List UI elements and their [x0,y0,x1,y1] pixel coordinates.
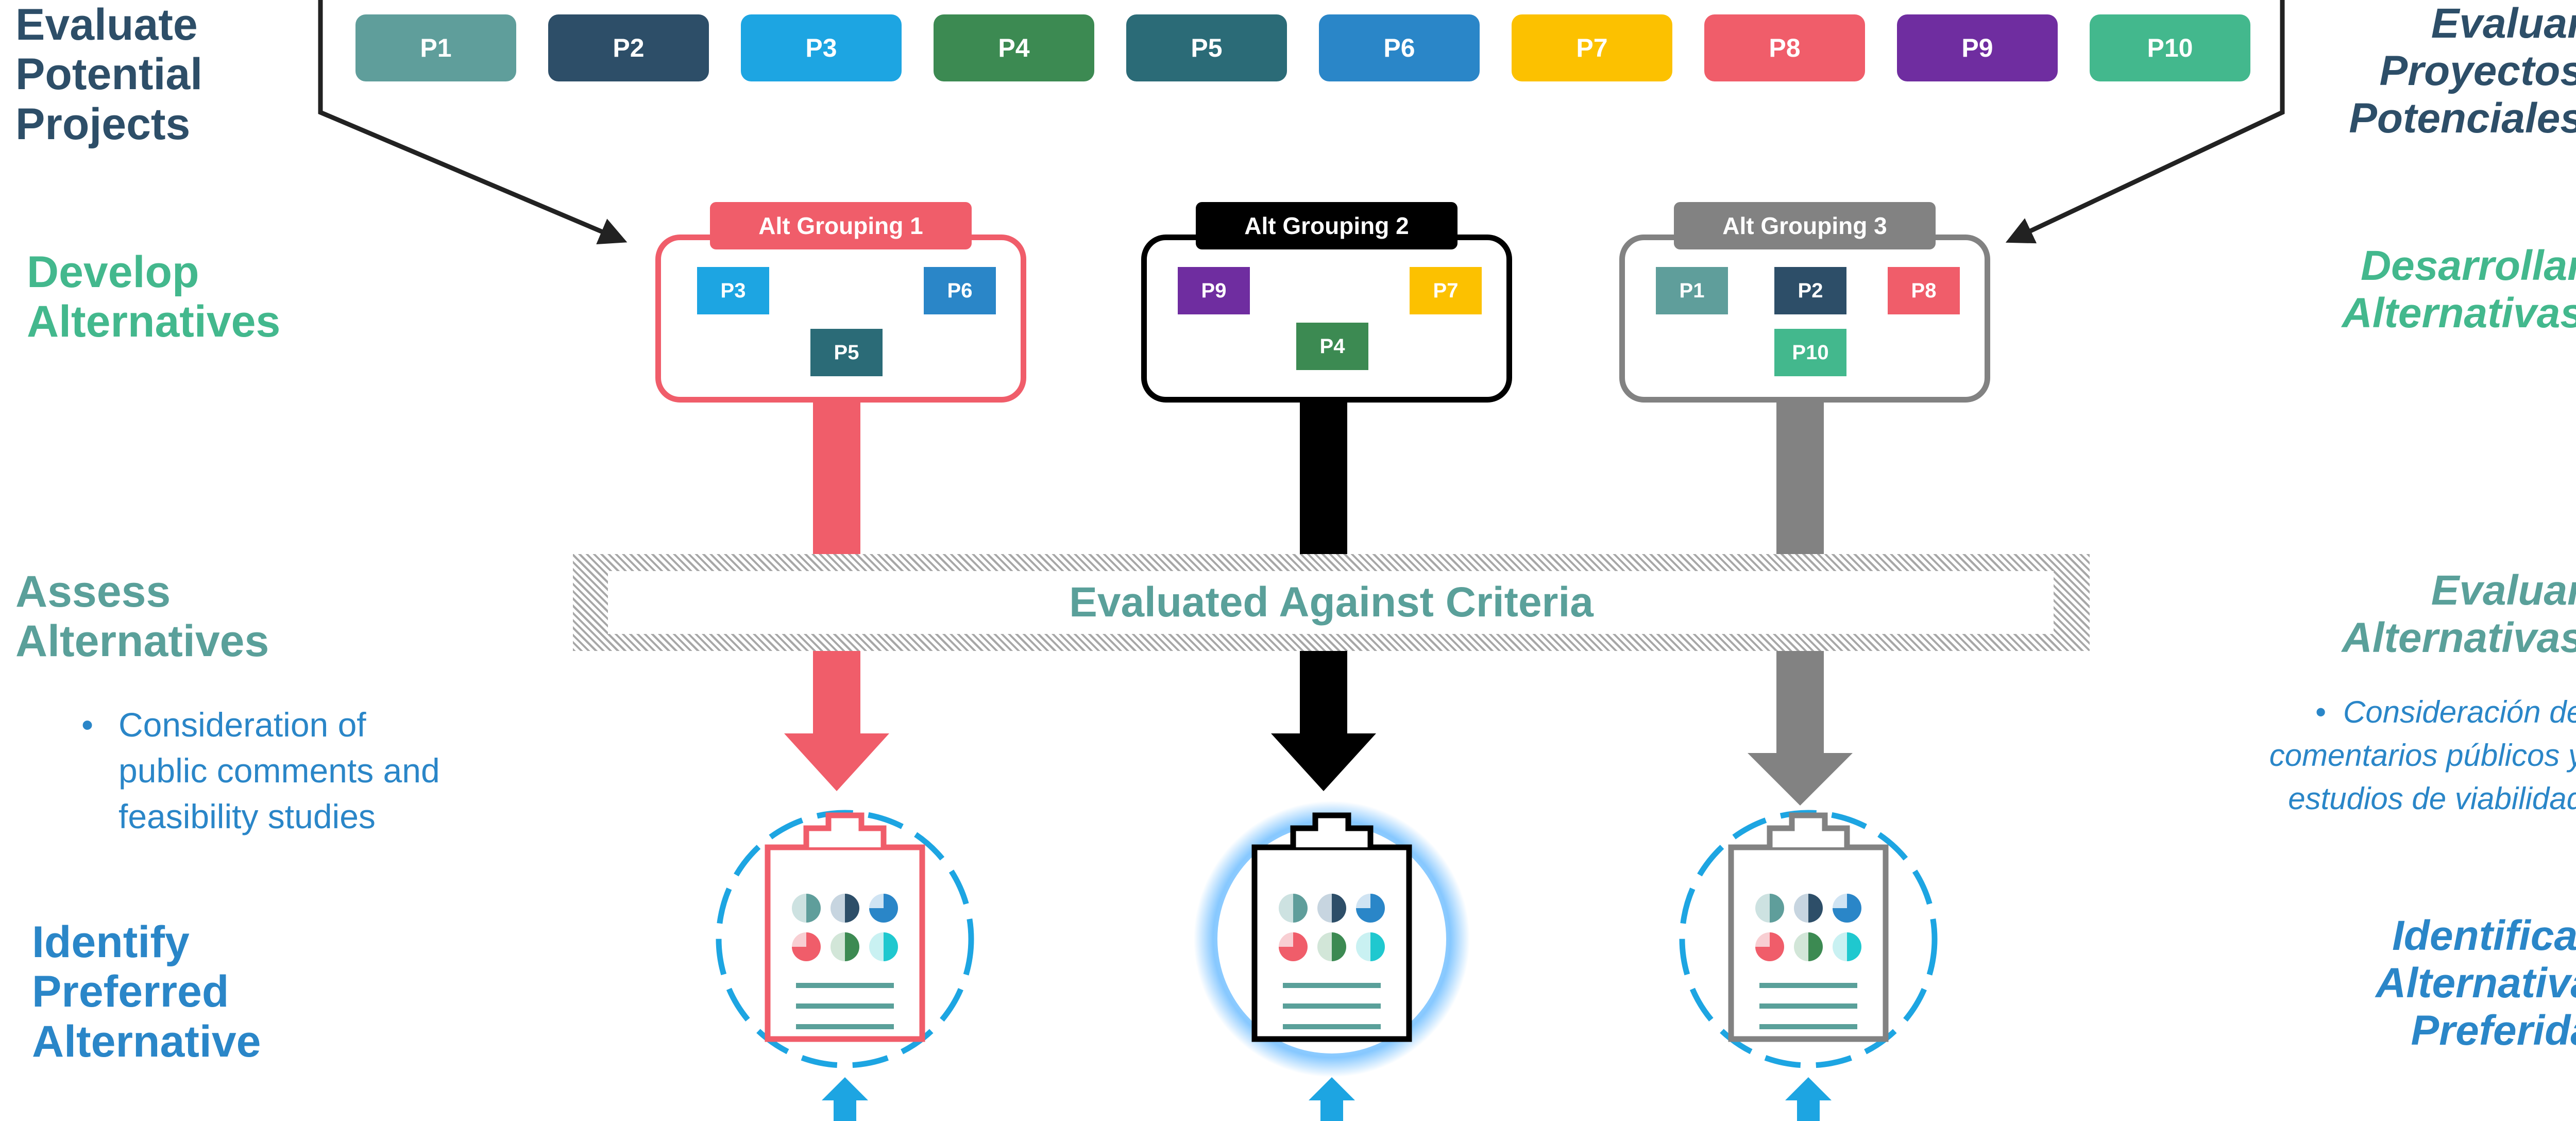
pie-chart-icon [1833,932,1861,961]
pie-chart-icon [1356,932,1385,961]
pie-chart-icon [1794,932,1823,961]
group-3-member-p1: P1 [1656,267,1728,314]
pie-chart-icon [1356,894,1385,923]
alt-grouping-2-title: Alt Grouping 2 [1196,202,1458,249]
project-p2: P2 [548,14,709,81]
pie-chart-icon [831,894,859,923]
stem-group-3 [1776,403,1824,573]
down-arrow-group-3 [1748,651,1853,806]
step-assess-en: Assess Alternatives [15,567,269,666]
project-p3: P3 [741,14,902,81]
clipboard-clip [1290,812,1374,847]
clipboard-clip [1767,812,1850,847]
text-line [1759,1003,1857,1009]
stem-group-1 [813,403,860,573]
pie-chart-icon [869,932,898,961]
text-line [796,1024,894,1029]
clipboard-clip [803,812,887,847]
pie-chart-icon [1279,894,1308,923]
criteria-band-inner [608,571,2054,634]
group-3-member-p8: P8 [1888,267,1960,314]
text-line [1283,1024,1381,1029]
group-2-member-p7: P7 [1410,267,1482,314]
up-arrow-icon [1309,1077,1355,1121]
evaluation-clipboard-1 [716,810,974,1121]
text-line [1283,983,1381,988]
pie-chart-icon [869,894,898,923]
text-line [1759,983,1857,988]
step-identify-es: Identificar Alternativa Preferida [2376,912,2576,1054]
pie-chart-icon [1317,894,1346,923]
project-p6: P6 [1319,14,1480,81]
pie-chart-icon [1833,894,1861,923]
text-line [796,1003,894,1009]
text-line [1759,1024,1857,1029]
step-identify-en: Identify Preferred Alternative [32,917,261,1066]
pie-chart-icon [1755,932,1784,961]
left-connector [318,0,628,245]
step-evaluate-es: Evaluar Proyectos Potenciales [2349,0,2576,142]
step-evaluate-en: Evaluate Potential Projects [15,0,203,149]
project-p8: P8 [1704,14,1865,81]
project-p5: P5 [1126,14,1287,81]
group-2-member-p9: P9 [1178,267,1250,314]
down-arrow-group-1 [784,651,889,791]
group-3-member-p10: P10 [1774,329,1846,376]
project-p10: P10 [2090,14,2250,81]
text-line [1283,1003,1381,1009]
down-arrow-group-2 [1271,651,1376,791]
right-connector [2005,0,2285,244]
up-arrow-icon [1785,1077,1832,1121]
project-p4: P4 [934,14,1094,81]
pie-chart-icon [792,894,821,923]
pie-chart-icon [1279,932,1308,961]
criteria-label: Evaluated Against Criteria [1069,579,1594,626]
stem-group-2 [1300,403,1347,573]
step-assess-es: Evaluar Alternativas [2342,567,2576,661]
project-p9: P9 [1897,14,2058,81]
group-1-member-p6: P6 [924,267,996,314]
step-develop-es: Desarrollar Alternativas [2342,242,2576,337]
group-1-member-p5: P5 [810,329,883,376]
bullet-dot: • [2315,695,2344,729]
project-p1: P1 [355,14,516,81]
alt-grouping-1-title: Alt Grouping 1 [710,202,972,249]
up-arrow-icon [822,1077,868,1121]
pie-chart-icon [792,932,821,961]
pie-chart-icon [1755,894,1784,923]
assess-bullet-en: • Consideration of public comments and f… [81,702,546,840]
evaluation-clipboard-2 [1194,801,1470,1121]
group-2-member-p4: P4 [1296,323,1368,370]
group-3-member-p2: P2 [1774,267,1846,314]
pie-chart-icon [831,932,859,961]
group-1-member-p3: P3 [697,267,769,314]
pie-chart-icon [1317,932,1346,961]
step-develop-en: Develop Alternatives [27,247,281,347]
bullet-dot: • [81,706,94,744]
text-line [796,983,894,988]
pie-chart-icon [1794,894,1823,923]
project-p7: P7 [1512,14,1672,81]
evaluation-clipboard-3 [1679,810,1938,1121]
assess-bullet-es: • Consideración de comentarios públicos … [2269,695,2576,816]
alt-grouping-3-title: Alt Grouping 3 [1674,202,1936,249]
